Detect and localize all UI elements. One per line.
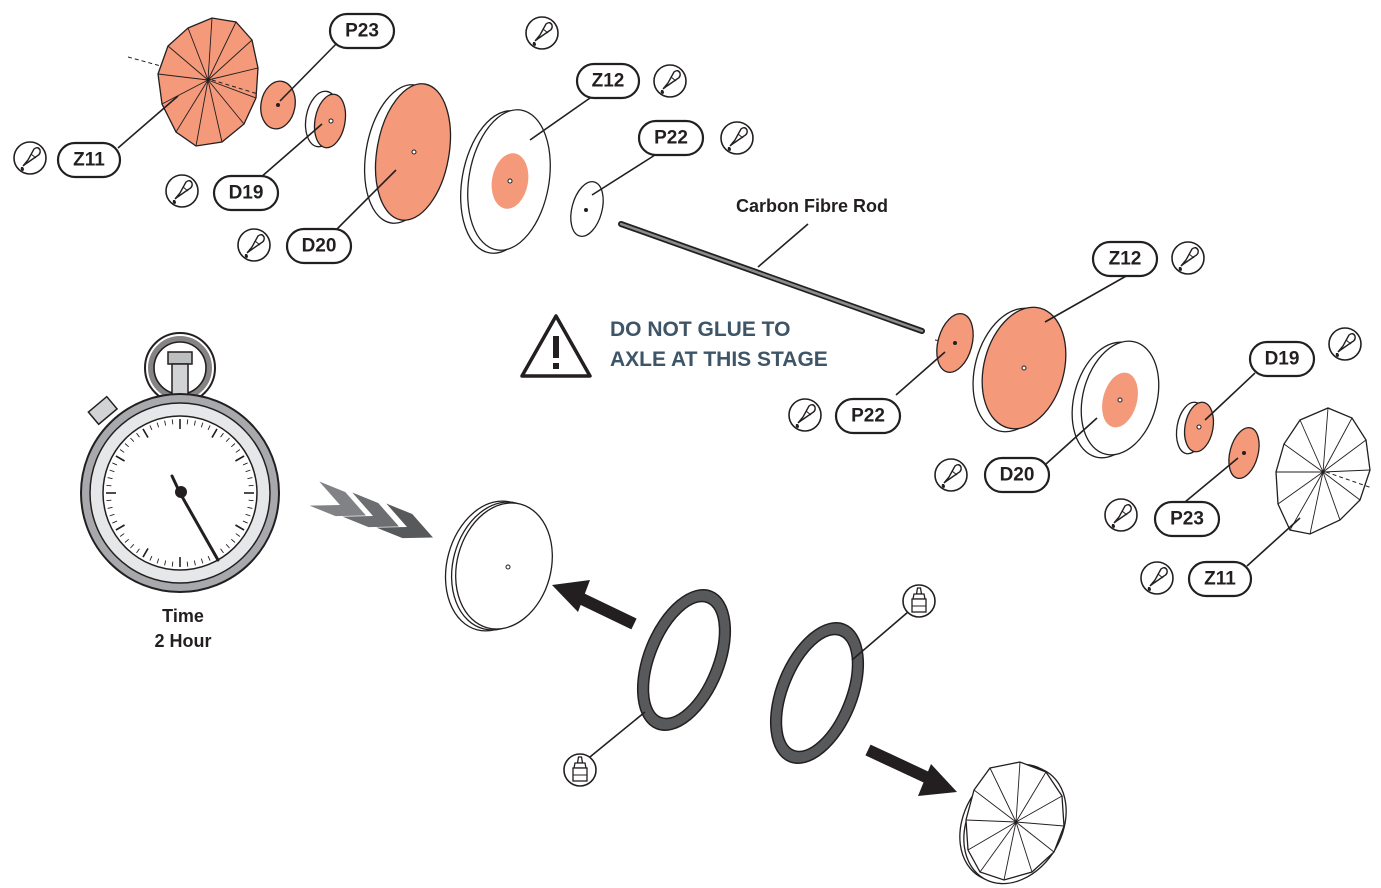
glue-icon <box>1141 562 1173 594</box>
glue-icon <box>526 17 558 49</box>
timer-label: Time <box>162 606 204 626</box>
top-d20-part <box>354 78 460 230</box>
stopwatch-tick <box>172 562 173 567</box>
label-right-z11: Z11 <box>1189 562 1251 596</box>
svg-text:P23: P23 <box>345 21 379 42</box>
glue-icon <box>166 175 198 207</box>
stopwatch-tick <box>187 419 188 424</box>
stopwatch-icon <box>81 333 279 592</box>
top-p23-part <box>257 78 299 131</box>
stopwatch-tick <box>106 485 111 486</box>
label-top-d20: D20 <box>287 229 351 263</box>
label-top-z12: Z12 <box>577 64 639 98</box>
warning-line-1: DO NOT GLUE TO <box>610 318 790 341</box>
label-right-p23: P23 <box>1155 502 1219 536</box>
label-top-p23: P23 <box>330 14 394 48</box>
svg-text:D19: D19 <box>1265 349 1300 370</box>
label-right-d19: D19 <box>1250 342 1314 376</box>
svg-text:P22: P22 <box>654 128 688 149</box>
top-z11-part <box>128 18 258 146</box>
glue-icon <box>654 65 686 97</box>
glue-icon <box>1329 328 1361 360</box>
glue-icon <box>789 399 821 431</box>
svg-text:D20: D20 <box>1000 465 1035 486</box>
glue-icon <box>14 142 46 174</box>
arrow-icon <box>868 750 957 796</box>
svg-text:D19: D19 <box>229 183 264 204</box>
glue-bottle-icon <box>903 585 935 617</box>
top-d19-part <box>301 89 349 151</box>
rod-label: Carbon Fibre Rod <box>736 196 888 216</box>
svg-text:D20: D20 <box>302 236 337 257</box>
label-top-p22: P22 <box>639 121 703 155</box>
stopwatch-tick <box>172 419 173 424</box>
glue-bottle-icon <box>564 754 596 786</box>
right-z11-part <box>1276 408 1372 534</box>
right-z12-part <box>960 298 1079 441</box>
assembled-wheel-back <box>939 746 1086 888</box>
stopwatch-tick <box>106 500 111 501</box>
warning-notice: DO NOT GLUE TO AXLE AT THIS STAGE <box>522 316 828 376</box>
rubber-ring-right <box>752 585 935 777</box>
glue-icon <box>935 459 967 491</box>
right-assembly: Z12 D19 P22 D20 P23 Z11 <box>789 242 1372 596</box>
right-d19-part <box>1173 400 1217 456</box>
top-z12-part <box>450 103 561 260</box>
stopwatch-tick <box>249 500 254 501</box>
stopwatch-tick <box>187 562 188 567</box>
svg-text:P22: P22 <box>851 406 885 427</box>
label-right-p22: P22 <box>836 399 900 433</box>
svg-text:Z12: Z12 <box>1109 249 1142 270</box>
svg-text:P23: P23 <box>1170 509 1204 530</box>
right-p22-part <box>931 310 979 377</box>
stopwatch-tick <box>249 485 254 486</box>
arrow-icon <box>552 580 634 624</box>
glue-icon <box>721 122 753 154</box>
glue-icon <box>238 229 270 261</box>
timer-duration: 2 Hour <box>154 631 211 651</box>
top-p22-part <box>565 178 608 240</box>
right-p23-part <box>1224 424 1265 481</box>
svg-text:Z11: Z11 <box>1204 569 1236 590</box>
right-d20-part <box>1060 332 1171 466</box>
svg-text:Z11: Z11 <box>73 150 105 171</box>
glue-icon <box>1172 242 1204 274</box>
svg-text:Z12: Z12 <box>592 71 625 92</box>
label-top-d19: D19 <box>214 176 278 210</box>
warning-line-2: AXLE AT THIS STAGE <box>610 348 828 371</box>
warning-triangle-icon <box>522 316 590 376</box>
carbon-fibre-rod: Carbon Fibre Rod <box>621 196 922 331</box>
glue-icon <box>1105 499 1137 531</box>
label-right-z12: Z12 <box>1093 242 1157 276</box>
chevron-arrows-icon <box>310 482 439 549</box>
label-top-z11: Z11 <box>58 143 120 177</box>
label-right-d20: D20 <box>985 458 1049 492</box>
assembled-wheel-front <box>432 490 566 642</box>
top-assembly: P23 Z11 D19 D20 Z12 P22 <box>14 14 753 263</box>
